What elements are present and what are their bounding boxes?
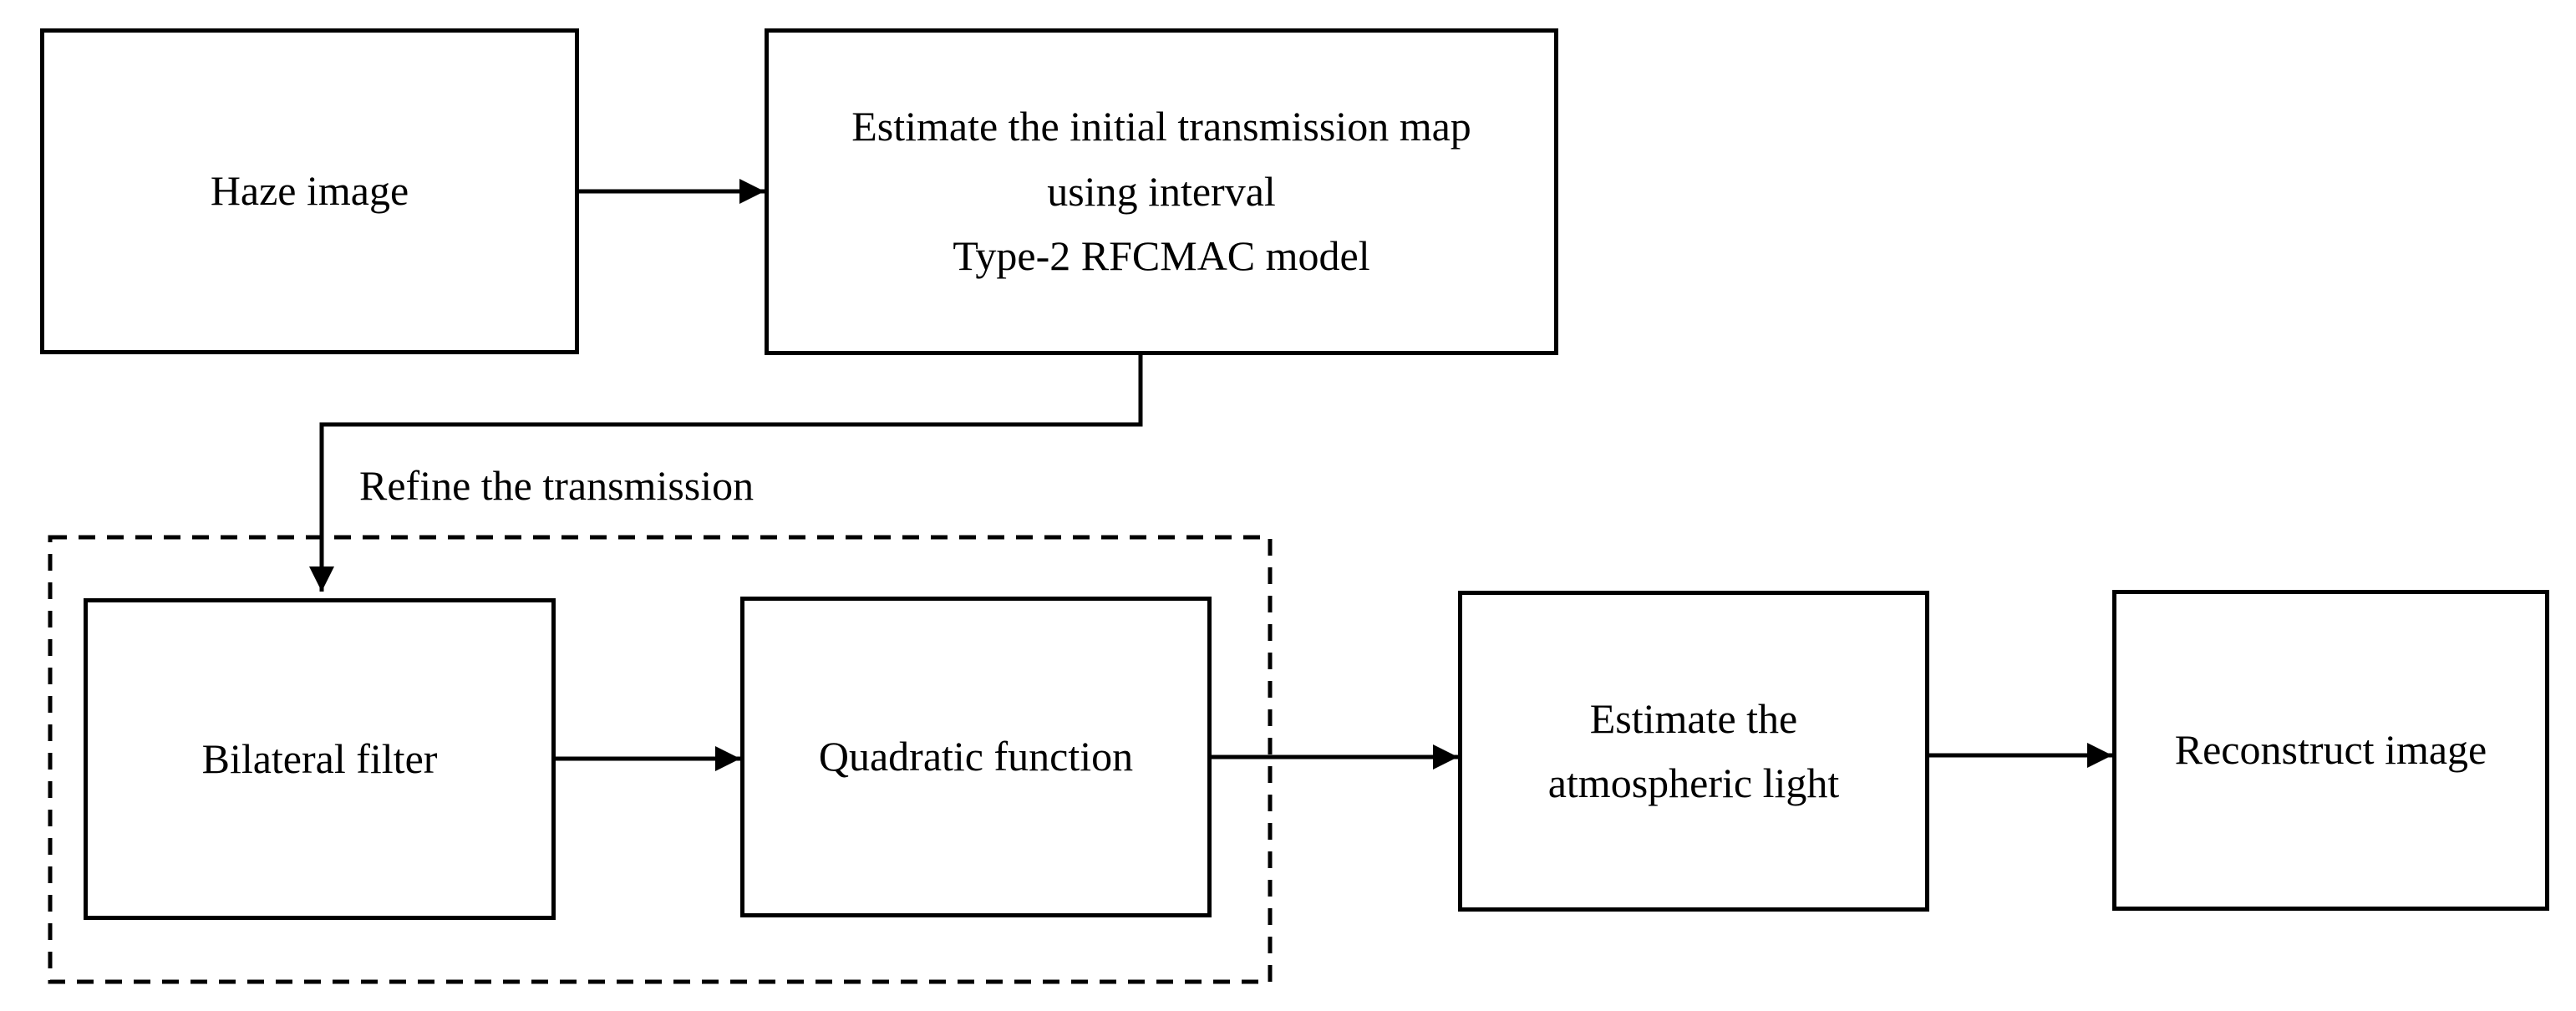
- node-haze-image-label: Haze image: [210, 167, 409, 215]
- node-estimate-atmospheric-light-text: Estimate the atmospheric light: [1548, 687, 1840, 816]
- node-haze-image: Haze image: [40, 28, 579, 354]
- edge-estimate-transmission-to-bilateral-filter: [309, 355, 1143, 592]
- node-bilateral-filter-label: Bilateral filter: [201, 734, 438, 782]
- node-reconstruct-image: Reconstruct image: [2112, 590, 2549, 911]
- node-estimate-transmission: Estimate the initial transmission map us…: [765, 28, 1558, 355]
- node-quadratic-function-label: Quadratic function: [818, 733, 1134, 780]
- refine-group-border: [48, 535, 1273, 984]
- node-estimate-transmission-line-3: Type-2 RFCMAC model: [953, 232, 1370, 280]
- refine-group-label: Refine the transmission: [359, 462, 755, 509]
- node-estimate-transmission-line-1: Estimate the initial transmission map: [851, 103, 1471, 150]
- node-estimate-atmospheric-light: Estimate the atmospheric light: [1458, 591, 1929, 912]
- node-estimate-atmospheric-light-line-2: atmospheric light: [1547, 760, 1840, 806]
- node-estimate-atmospheric-light-line-1: Estimate the: [1589, 694, 1798, 742]
- node-bilateral-filter: Bilateral filter: [84, 598, 556, 920]
- node-estimate-transmission-text: Estimate the initial transmission map us…: [851, 94, 1471, 289]
- node-estimate-transmission-line-2: using interval: [1047, 167, 1276, 215]
- node-quadratic-function: Quadratic function: [740, 597, 1212, 917]
- node-reconstruct-image-label: Reconstruct image: [2174, 726, 2487, 774]
